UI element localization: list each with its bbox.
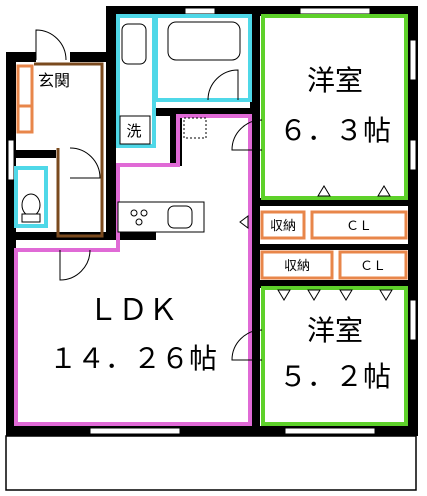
western-room-2-name: 洋室	[307, 314, 363, 347]
stove	[130, 209, 148, 226]
toilet	[21, 193, 41, 217]
ldk-name: ＬＤＫ	[88, 293, 178, 328]
windows	[7, 7, 417, 435]
kitchen-sink	[167, 205, 193, 229]
western-room-2-outline	[261, 286, 408, 426]
ldk-size: １４．２６帖	[49, 342, 217, 375]
closet-2-box	[338, 250, 408, 280]
toilet-tank	[21, 213, 41, 223]
washroom-label: 洗	[126, 122, 141, 140]
closet-door-markers	[239, 185, 393, 301]
entrance-label: 玄関	[38, 71, 70, 90]
fridge-space	[183, 117, 207, 139]
western-room-1-outline	[261, 14, 408, 200]
storage-1-label: 収納	[270, 219, 296, 234]
closet-2-label: ＣＬ	[360, 259, 386, 274]
entrance-floor	[34, 62, 104, 238]
entrance-door-swing	[35, 29, 67, 61]
western-room-1-name: 洋室	[307, 64, 363, 97]
western-room-1-size: ６．３帖	[279, 114, 391, 147]
closet-1-box	[310, 210, 408, 240]
closet-1-label: ＣＬ	[346, 219, 372, 234]
entrance-shoe-box	[16, 64, 34, 134]
door-swings	[59, 69, 263, 361]
wet-area	[14, 14, 252, 228]
storage-1-box	[260, 210, 306, 240]
ldk-outline	[14, 114, 252, 426]
balcony	[5, 435, 417, 491]
storage-2-label: 収納	[284, 259, 310, 274]
washbasin	[121, 23, 147, 65]
storage-2-box	[260, 250, 334, 280]
bathtub	[167, 21, 241, 61]
washing-machine-pan	[119, 115, 151, 145]
western-room-2-size: ５．２帖	[279, 360, 391, 393]
